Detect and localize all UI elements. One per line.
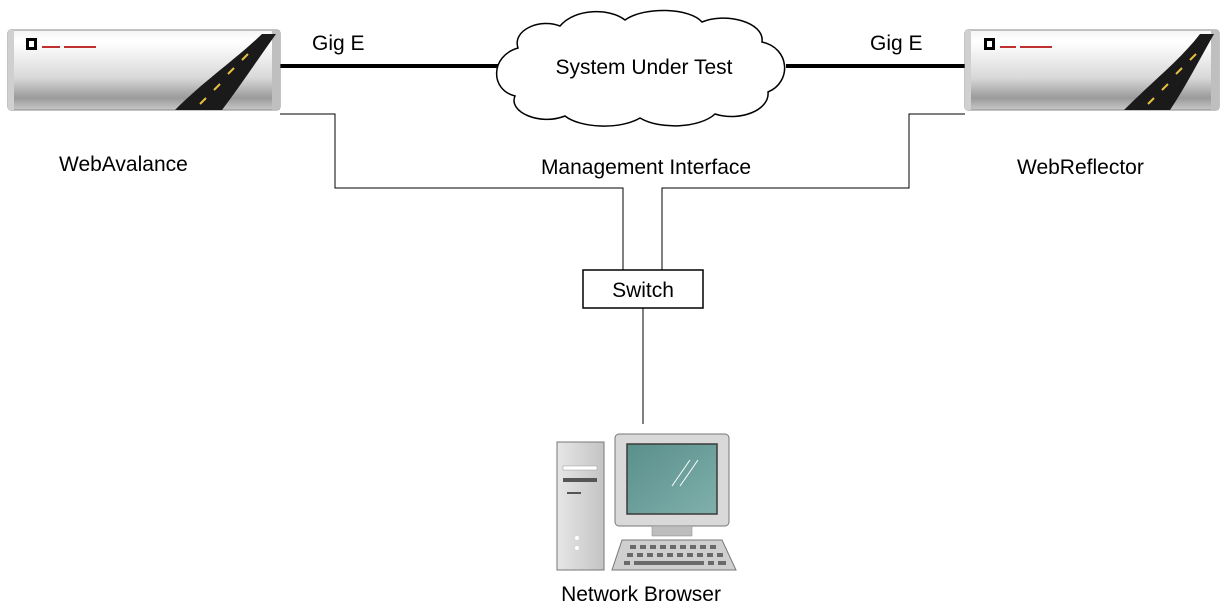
- road-graphic: [1124, 34, 1214, 110]
- switch-box: Switch: [582, 269, 704, 309]
- webavalance-device: WebAvalance: [7, 29, 281, 176]
- monitor-stand: [651, 525, 693, 537]
- chassis-right-cap: [272, 30, 280, 110]
- tower-floppy: [567, 492, 581, 494]
- tower-power-led: [575, 536, 579, 540]
- webavalance-label: WebAvalance: [59, 153, 188, 176]
- computer-workstation: Network Browser: [556, 433, 737, 606]
- chassis-right-cap: [1211, 30, 1219, 110]
- road-stripes: [199, 53, 249, 105]
- cloud-shape: [495, 9, 786, 127]
- vendor-logo-inner: [29, 41, 34, 47]
- mgmt-line-right: [661, 113, 965, 270]
- switch-rect: [582, 269, 704, 309]
- system-under-test-cloud: System Under Test: [495, 9, 786, 127]
- webreflector-label: WebReflector: [1017, 156, 1144, 179]
- computer-tower: [556, 441, 605, 571]
- keyboard-keys: [624, 545, 726, 565]
- chassis-left-cap: [965, 30, 971, 110]
- monitor-screen: [626, 443, 718, 515]
- cloud-label: System Under Test: [555, 56, 732, 79]
- mgmt-line-left: [280, 113, 624, 270]
- tower-drive-bay: [562, 465, 598, 471]
- management-interface-label: Management Interface: [541, 156, 751, 179]
- webreflector-device: WebReflector: [964, 29, 1220, 179]
- gig-e-label-right: Gig E: [870, 32, 923, 55]
- tower-power-led-2: [575, 546, 579, 550]
- tower-drive-bay-2: [563, 478, 597, 482]
- chassis-left-cap: [8, 30, 14, 110]
- gig-e-label-left: Gig E: [312, 32, 365, 55]
- road-graphic: [175, 34, 276, 110]
- network-browser-label: Network Browser: [561, 583, 721, 606]
- management-lines: [280, 113, 965, 424]
- vendor-logo-inner: [987, 41, 992, 47]
- switch-label: Switch: [612, 279, 674, 302]
- screen-glare: [671, 459, 699, 487]
- road-stripes: [1147, 53, 1197, 105]
